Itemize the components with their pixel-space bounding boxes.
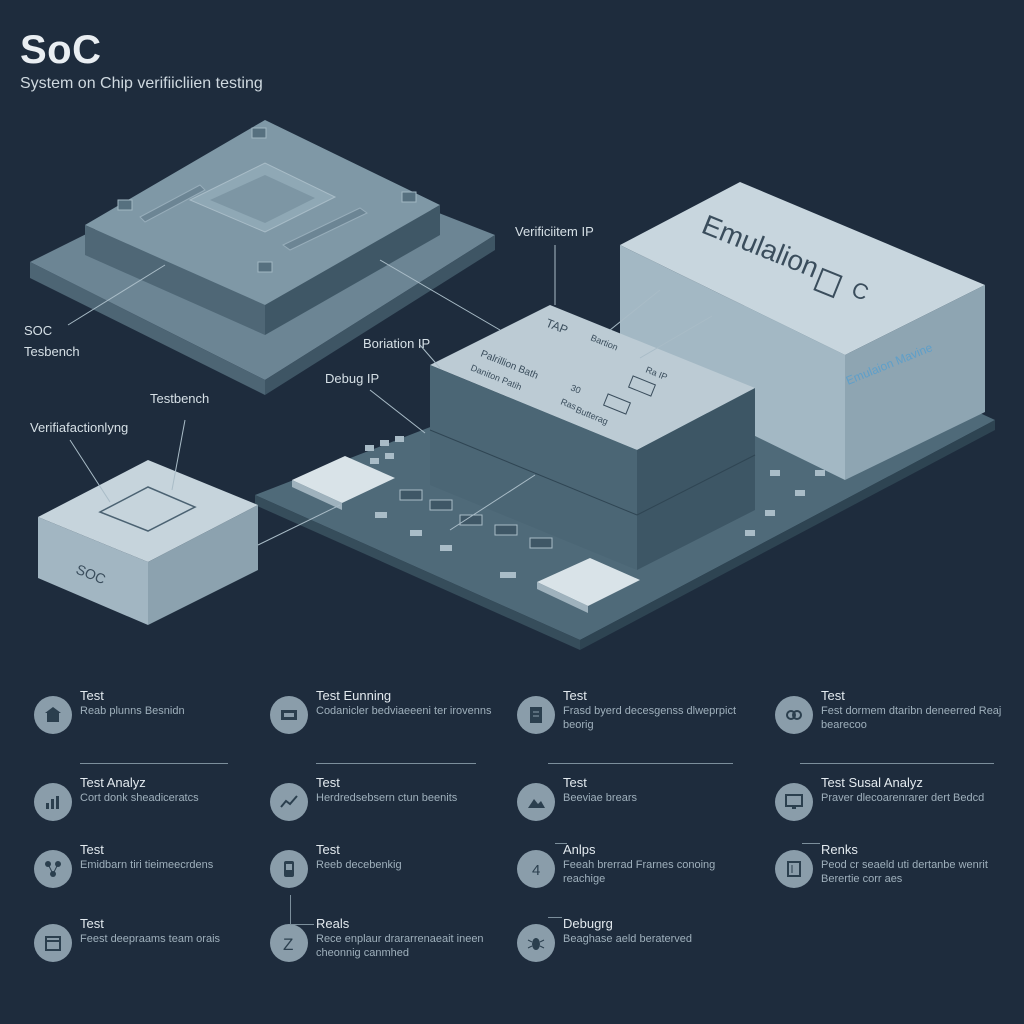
monitor-icon (775, 783, 813, 821)
legend-divider (800, 763, 994, 764)
number-icon: 4 (517, 850, 555, 888)
device-icon (270, 850, 308, 888)
legend-item-title: Reals (316, 916, 350, 931)
legend-item-title: Test Susal Analyz (821, 775, 923, 790)
legend-item-title: Test (80, 842, 104, 857)
legend-item-title: Anlps (563, 842, 596, 857)
board-pad-right (537, 558, 640, 606)
screen-icon (270, 696, 308, 734)
soc-diagram: Emulalion C Emulaion Mavine TAP Bartion … (24, 120, 995, 650)
soc-block: SOC (38, 460, 258, 625)
verification-lying-label: Verifiafactionlyng (30, 420, 128, 435)
soc-testbench-label-1: SOC (24, 323, 52, 338)
legend-item-desc: Beaghase aeld beraterved (563, 933, 693, 945)
legend-connector (802, 843, 820, 844)
letter-icon: Z (270, 924, 308, 962)
graph-icon (270, 783, 308, 821)
svg-text:4: 4 (532, 862, 540, 879)
legend-connector (548, 917, 562, 918)
legend-item-desc: Peod cr seaeld uti dertanbe wenrit Berer… (821, 859, 988, 885)
legend-item-title: Test (316, 842, 340, 857)
legend-item-title: Test (563, 775, 587, 790)
legend-item-desc: Rece enplaur drararrenaeait ineen cheonn… (316, 933, 484, 959)
testbench-label: Testbench (150, 391, 209, 406)
soc-testbench-label-2: Tesbench (24, 344, 80, 359)
legend-item-title: Test (80, 916, 104, 931)
svg-text:Z: Z (283, 935, 293, 954)
board-pad-left (292, 456, 395, 503)
legend-item-desc: Feest deepraams team orais (80, 933, 221, 945)
verification-ip-block: TAP Bartion Palrillion Bath Daniton Pati… (429, 305, 756, 570)
landscape-icon (517, 783, 555, 821)
chart-icon (34, 783, 72, 821)
box-icon (775, 850, 813, 888)
page-title: SoC (20, 28, 102, 72)
legend-connector (290, 924, 314, 925)
legend-item-title: Test (821, 688, 845, 703)
page-subtitle: System on Chip verifiicliien testing (20, 75, 263, 92)
debug-ip-label: Debug IP (325, 371, 379, 386)
link-icon (775, 696, 813, 734)
legend-item-desc: Praver dlecoarenrarer dert Bedcd (821, 792, 985, 804)
legend-item-desc: Emidbarn tiri tieimeecrdens (80, 859, 214, 871)
legend-item-title: Test (563, 688, 587, 703)
legend-item-desc: Reab plunns Besnidn (80, 705, 185, 717)
network-icon (34, 850, 72, 888)
legend-item-desc: Beeviae brears (563, 792, 637, 804)
document-icon (517, 696, 555, 734)
legend-item-desc: Codanicler bedviaeeeni ter irovenns (316, 705, 492, 717)
legend-item-desc: Reeb decebenkig (316, 859, 402, 871)
legend-item-desc: Fest dormem dtaribn deneerred Reaj beare… (821, 705, 1002, 731)
legend-item-desc: Feeah brerrad Frarnes conoing reachige (563, 859, 716, 885)
legend-divider (548, 763, 733, 764)
legend-item-title: Test Eunning (316, 688, 392, 703)
legend-connector (555, 843, 567, 844)
legend-item-title: Test (316, 775, 340, 790)
verification-ip-label: Verificiitem IP (515, 224, 594, 239)
emulation-block: Emulalion C Emulaion Mavine (620, 182, 985, 480)
soc-chip-stack (30, 120, 495, 395)
legend-item-desc: Cort donk sheadiceratcs (80, 792, 199, 804)
legend-item-title: Test Analyz (80, 775, 146, 790)
boriation-ip-label: Boriation IP (363, 336, 430, 351)
legend-item-desc: Frasd byerd decesgenss dlweprpict beorig (563, 705, 737, 731)
board-pads (365, 436, 890, 578)
calendar-icon (34, 924, 72, 962)
legend-item-desc: Herdredsebsern ctun beenits (316, 792, 458, 804)
legend-divider (80, 763, 228, 764)
legend-item-title: Test (80, 688, 104, 703)
connector-lines (67, 245, 713, 546)
box1-label: 30 (569, 383, 582, 396)
legend-item-title: Renks (821, 842, 858, 857)
legend-connector (290, 895, 291, 925)
legend-item-title: Debugrg (563, 916, 613, 931)
legend-divider (316, 763, 476, 764)
building-icon (34, 696, 72, 734)
bug-icon (517, 924, 555, 962)
